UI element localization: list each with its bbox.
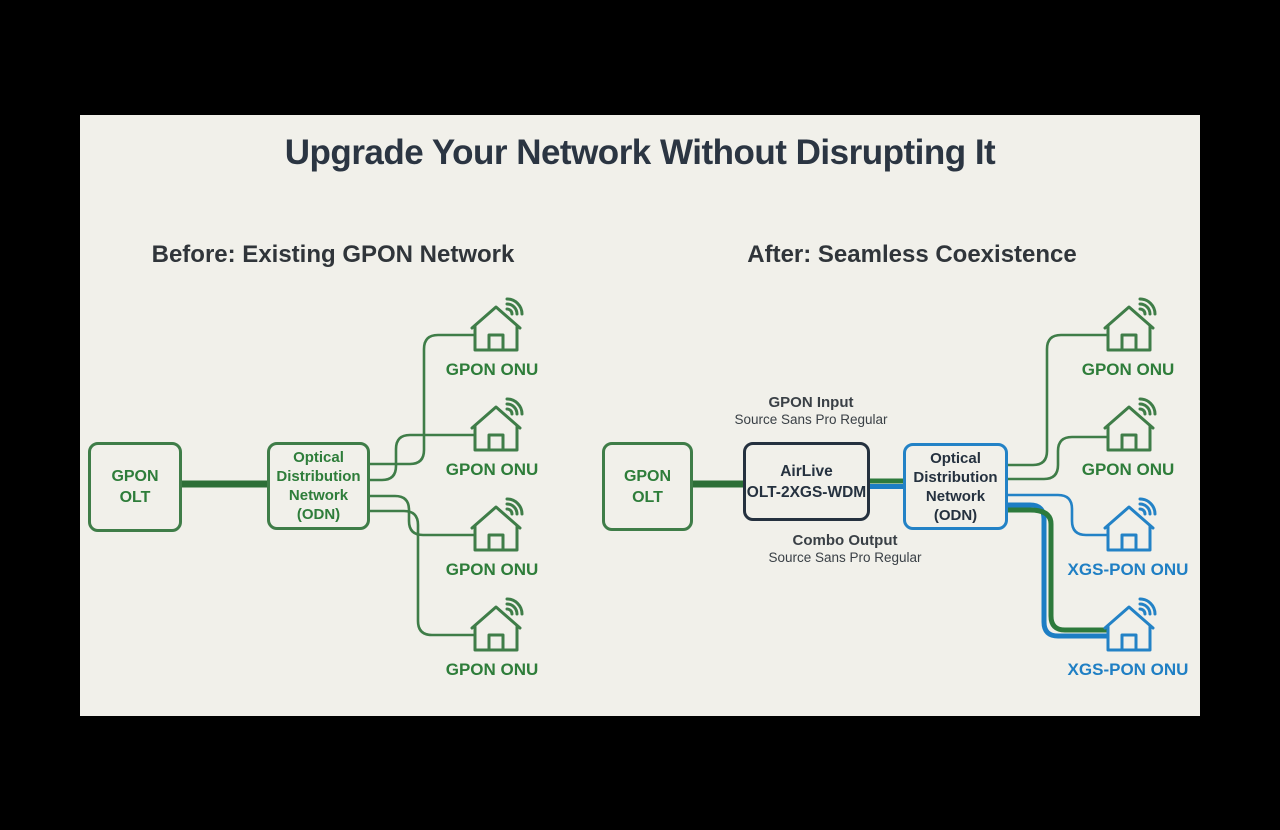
onu-label: GPON ONU — [445, 460, 539, 479]
before-heading: Before: Existing GPON Network — [151, 241, 515, 268]
before-odn-box: Optical Distribution Network (ODN) — [267, 442, 370, 530]
onu-label: XGS-PON ONU — [1067, 660, 1189, 679]
house-wifi-icon — [470, 397, 524, 452]
before-drop-links — [367, 333, 475, 637]
page-title: Upgrade Your Network Without Disrupting … — [284, 133, 996, 172]
gpon-input-subtext: Source Sans Pro Regular — [734, 412, 888, 427]
onu-label: GPON ONU — [445, 360, 539, 379]
combo-output-subtext: Source Sans Pro Regular — [768, 550, 922, 565]
after-feeder-links — [690, 478, 903, 489]
onu-label: GPON ONU — [1081, 460, 1175, 479]
network-diagram-graphics — [179, 297, 1157, 652]
after-gpon-olt-box: GPON OLT — [602, 442, 693, 531]
house-wifi-icon — [470, 297, 524, 352]
airlive-wdm-box: AirLive OLT-2XGS-WDM — [743, 442, 870, 521]
after-heading: After: Seamless Coexistence — [747, 241, 1077, 268]
onu-label: GPON ONU — [445, 660, 539, 679]
after-xgs-drop-links — [1005, 493, 1108, 639]
house-wifi-icon — [1103, 397, 1157, 452]
after-odn-box: Optical Distribution Network (ODN) — [903, 443, 1008, 530]
house-wifi-icon — [470, 497, 524, 552]
onu-label: GPON ONU — [1081, 360, 1175, 379]
house-wifi-icon — [1103, 297, 1157, 352]
onu-label: GPON ONU — [445, 560, 539, 579]
combo-output-note: Combo Output Source Sans Pro Regular — [735, 532, 955, 565]
gpon-input-note: GPON Input Source Sans Pro Regular — [701, 394, 921, 427]
before-gpon-olt-box: GPON OLT — [88, 442, 182, 532]
onu-label: XGS-PON ONU — [1067, 560, 1189, 579]
house-wifi-icon — [1103, 597, 1157, 652]
combo-output-label: Combo Output — [792, 532, 898, 549]
gpon-input-label: GPON Input — [768, 394, 854, 411]
after-gpon-drop-links — [1005, 333, 1108, 481]
house-wifi-icon — [1103, 497, 1157, 552]
infographic-canvas: Upgrade Your Network Without Disrupting … — [80, 115, 1200, 716]
house-wifi-icon — [470, 597, 524, 652]
